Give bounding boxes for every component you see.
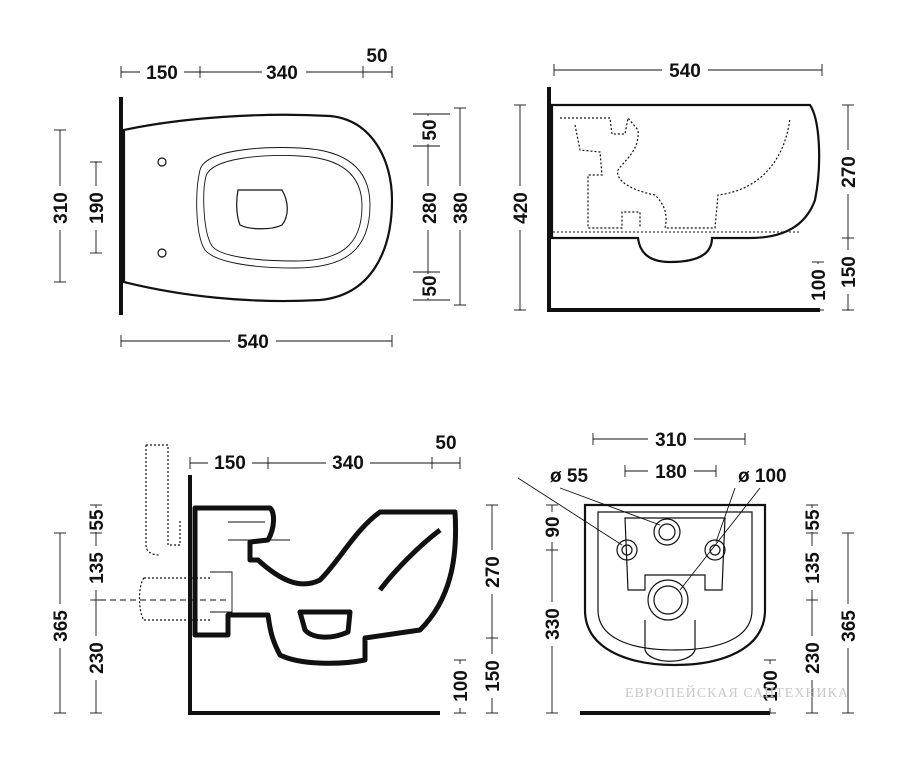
dim-label: 135 xyxy=(87,552,108,584)
bowl-curve xyxy=(378,528,442,592)
rear-view: 310 180 ø 55 ø 100 90 330 xyxy=(517,428,860,715)
dim-label: 150 xyxy=(839,256,860,288)
bowl-outline xyxy=(122,113,394,303)
internal-dotted xyxy=(560,116,791,229)
dim-label: 90 xyxy=(543,516,564,537)
dim-label: 280 xyxy=(420,192,441,224)
dim-label: 100 xyxy=(451,670,472,702)
dim-label: 50 xyxy=(435,433,456,454)
diameter-label: ø 55 xyxy=(550,466,588,487)
dim-label: 380 xyxy=(451,192,472,224)
trap-outline xyxy=(297,609,353,640)
section-outline xyxy=(192,505,459,666)
dim-label: 310 xyxy=(655,430,687,451)
dim-label: 100 xyxy=(761,670,782,702)
dim-label: 100 xyxy=(809,269,830,301)
dim-label: 190 xyxy=(87,192,108,224)
dim-label: 340 xyxy=(266,63,298,84)
dim-label: 365 xyxy=(51,610,72,642)
bowl-rim xyxy=(196,147,371,269)
fixing-hole xyxy=(157,157,167,167)
bowl-inner xyxy=(203,155,363,262)
pipe-dotted xyxy=(138,577,212,621)
dim-label: 230 xyxy=(87,642,108,674)
dim-label: 50 xyxy=(420,119,441,140)
dim-label: 270 xyxy=(483,556,504,588)
dim-label: 55 xyxy=(87,509,108,531)
pipe-dotted xyxy=(145,444,181,556)
dim-label: 310 xyxy=(51,192,72,224)
dim-label: 150 xyxy=(483,660,504,692)
top-view: 150 340 50 540 310 190 50 280 xyxy=(50,46,472,353)
dim-label: 540 xyxy=(669,61,701,82)
dim-label: 55 xyxy=(803,509,824,531)
dim-label: 365 xyxy=(839,610,860,642)
drain-outline xyxy=(236,189,288,230)
side-view: 540 420 270 100 150 xyxy=(510,59,860,312)
dim-label: 230 xyxy=(803,642,824,674)
dim-label: 330 xyxy=(543,608,564,640)
watermark: ЕВРОПЕЙСКАЯ САНТЕХНИКА xyxy=(625,684,849,701)
dim-label: 540 xyxy=(237,332,269,353)
dim-label: 150 xyxy=(146,63,178,84)
dim-label: 340 xyxy=(332,453,364,474)
dim-label: 50 xyxy=(420,275,441,296)
fixing-hole xyxy=(157,248,167,258)
dim-label: 420 xyxy=(511,192,532,224)
rear-outline xyxy=(583,503,767,667)
side-outline xyxy=(550,103,821,264)
dim-label: 150 xyxy=(214,453,246,474)
dim-label: 50 xyxy=(366,46,387,67)
section-view: 150 340 50 55 135 365 230 270 100 150 xyxy=(50,433,504,715)
dim-label: 270 xyxy=(839,156,860,188)
diameter-label: ø 100 xyxy=(738,466,787,487)
dim-label: 135 xyxy=(803,552,824,584)
dim-label: 180 xyxy=(655,462,687,483)
